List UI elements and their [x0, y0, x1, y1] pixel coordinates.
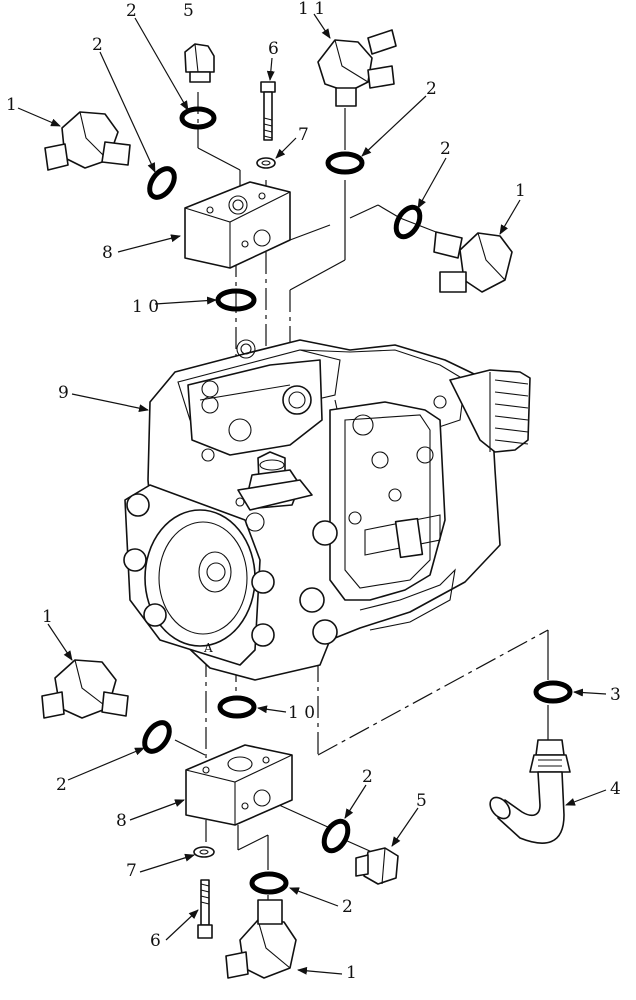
callout-1-bottom: 1: [346, 963, 357, 983]
callout-7-top: 7: [298, 125, 309, 145]
plug-bottom: [355, 847, 399, 885]
callout-10-top: 1 0: [132, 297, 159, 317]
callout-1-top-left: 1: [6, 95, 17, 115]
washers: [193, 157, 276, 858]
callout-9: 9: [58, 383, 69, 403]
callout-6-top: 6: [268, 39, 279, 59]
o-rings: [142, 106, 573, 895]
callout-6-bottom: 6: [150, 931, 161, 951]
pump-housing: A: [123, 339, 531, 681]
callout-2-top-left: 2: [126, 1, 137, 21]
manifold-block-bottom: [185, 744, 293, 826]
callout-2-bottom: 2: [342, 897, 353, 917]
bolt-top: [260, 81, 276, 141]
callout-2-right: 2: [440, 139, 451, 159]
elbow-tube: [489, 739, 571, 844]
callout-labels: 2 5 1 1 2 6 1 7 2 2 1 8 1 0 9 1 1 0 3 2 …: [6, 0, 621, 983]
callout-8-bottom: 8: [116, 811, 127, 831]
callout-leaders: [17, 13, 607, 975]
callout-2-left: 2: [92, 35, 103, 55]
fitting-bottom: [225, 899, 297, 979]
manifold-block-top: [184, 181, 291, 269]
svg-text:A: A: [203, 641, 213, 655]
callout-2-bottom-right: 2: [362, 767, 373, 787]
plug-top: [184, 43, 215, 83]
callout-1-right: 1: [515, 181, 526, 201]
callout-2-bottom-left: 2: [56, 775, 67, 795]
bolt-bottom: [197, 879, 213, 939]
fitting-11: [317, 29, 397, 107]
callout-5-top: 5: [183, 1, 194, 21]
callout-8-top: 8: [102, 243, 113, 263]
fitting-right: [433, 231, 513, 293]
callout-7-bottom: 7: [126, 861, 137, 881]
callout-5-bottom: 5: [416, 791, 427, 811]
fitting-bottom-left: [41, 659, 129, 719]
callout-4: 4: [610, 779, 621, 799]
callout-10-bottom: 1 0: [288, 703, 315, 723]
fitting-top-left: [44, 111, 131, 171]
callout-1-bottom-left: 1: [42, 607, 53, 627]
callout-3: 3: [610, 685, 621, 705]
callout-11: 1 1: [298, 0, 325, 19]
callout-2-top-right: 2: [426, 79, 437, 99]
